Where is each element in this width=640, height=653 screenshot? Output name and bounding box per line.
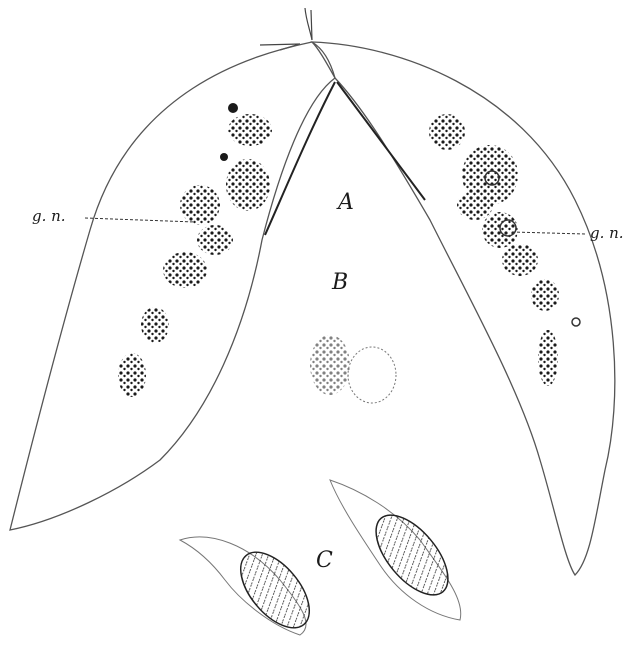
panel-label-c: C [316, 548, 333, 573]
gn-label-right: g. n. [590, 224, 624, 242]
right-arm-cells [429, 114, 580, 386]
gn-label-left: g. n. [32, 207, 66, 225]
gn-right-leader [512, 232, 585, 234]
figure-c-right [330, 480, 461, 620]
inner-edge-right [337, 82, 425, 200]
gn-left-leader [85, 218, 195, 222]
figure-b [310, 335, 396, 403]
panel-label-b: B [332, 270, 348, 295]
left-arm-cells [118, 103, 272, 397]
left-arm-outline [10, 42, 335, 530]
right-arm-outline [312, 42, 615, 575]
inner-edge-left [265, 82, 335, 235]
panel-label-a: A [338, 190, 354, 215]
figure-c-left [180, 537, 322, 640]
